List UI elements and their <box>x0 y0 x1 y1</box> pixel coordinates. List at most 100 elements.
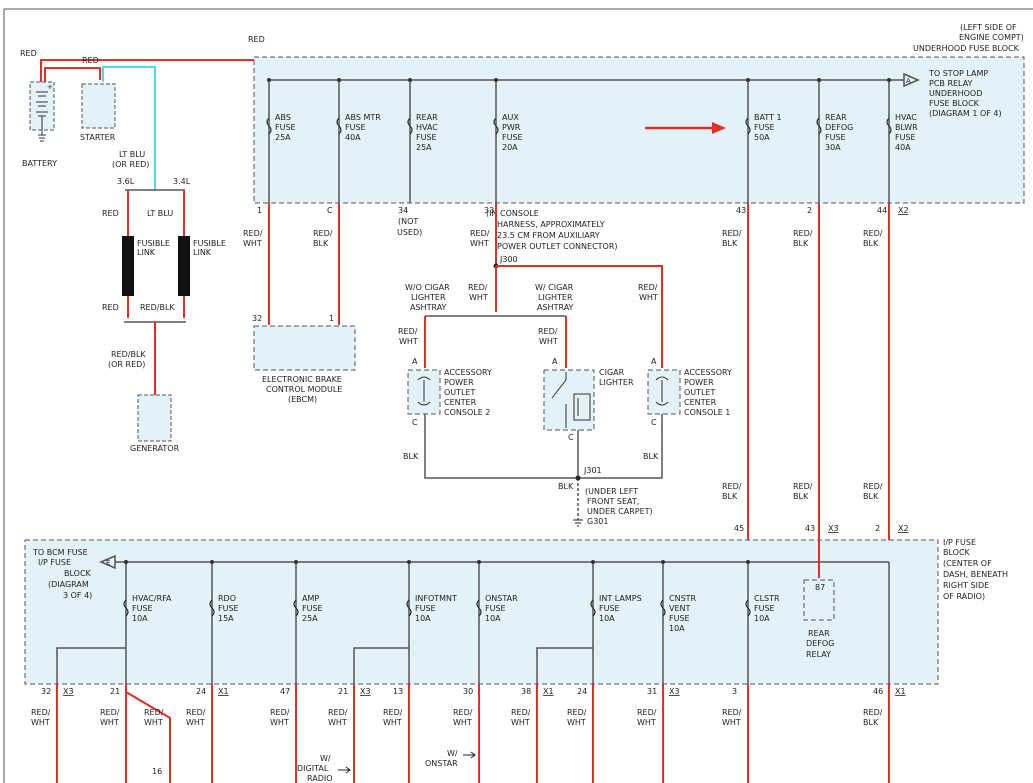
bottom-fuse-icon <box>293 599 299 617</box>
output-wire-label: WHT <box>511 718 530 727</box>
connector-a-arrow-icon <box>903 72 920 88</box>
bottom-fuse-node <box>661 560 665 564</box>
output-connector: X1 <box>895 687 906 696</box>
top-fuse-wire-label: RED/ <box>863 229 883 238</box>
bottom-fuse-label: 15A <box>218 614 234 623</box>
top-fuse-label: PWR <box>502 123 521 132</box>
fusible-link-label-1b: LINK <box>137 248 156 257</box>
top-fuse-label: BLWR <box>895 123 918 132</box>
bottom-fuse-label: FUSE <box>485 604 506 613</box>
svg-text:CONSOLE 1: CONSOLE 1 <box>684 408 730 417</box>
fusible-link-36-body <box>122 236 134 296</box>
redblk-or-red-2: (OR RED) <box>108 360 145 369</box>
output-wire-label: RED/ <box>328 708 348 717</box>
top-fuse-wire-label: RED/ <box>793 229 813 238</box>
top-fuse-node <box>337 78 341 82</box>
top-fuse-wire-label: BLK <box>793 239 809 248</box>
top-fuse-node <box>887 78 891 82</box>
bottom-fuse-label: 10A <box>415 614 431 623</box>
cigar-label: CIGAR LIGHTER <box>599 368 634 387</box>
outlet2-pin-c: C <box>412 418 418 427</box>
bottom-fuse-label: 10A <box>485 614 501 623</box>
ebcm-label-2: CONTROL MODULE <box>266 385 342 394</box>
wire-infotmnt-branch <box>353 647 409 684</box>
bottom-fuse-icon <box>209 599 215 617</box>
top-fuse-icon <box>407 117 413 135</box>
output-branch-wire-label: RED/ <box>144 708 164 717</box>
under-seat-2: FRONT SEAT, <box>587 497 639 506</box>
w-digital-radio-3: RADIO <box>307 774 333 783</box>
output-wire-label: WHT <box>270 718 289 727</box>
outlet1-socket-icon <box>655 376 669 406</box>
top-fuse-pin: 44 <box>877 206 887 215</box>
bottom-fuse-icon <box>476 599 482 617</box>
top-fuse-label: HVAC <box>895 113 917 122</box>
bottom-fuse-label: FUSE <box>754 604 775 613</box>
ip-fuse-block: I/P FUSE BLOCK (CENTER OF DASH, BENEATH … <box>24 538 1008 685</box>
bottom-fuse-node <box>407 560 411 564</box>
bottom-fuse-label: CLSTR <box>754 594 780 603</box>
top-fuse-label: 20A <box>502 143 518 152</box>
top-fuse-wire-label: RED/ <box>243 229 263 238</box>
label-34l: 3.4L <box>173 177 191 186</box>
ip-input-pin: 2 <box>875 524 880 533</box>
ground-icon <box>573 519 583 527</box>
wire-intlamps-branch <box>536 647 593 684</box>
bottom-fuse-label: FUSE <box>669 614 690 623</box>
ip-input-wire-label: RED/ <box>793 482 813 491</box>
ground-g301: G301 <box>587 517 608 526</box>
wire-j300-label-2: WHT <box>469 293 488 302</box>
generator-label: GENERATOR <box>130 444 180 453</box>
svg-text:3 OF 4): 3 OF 4) <box>63 591 92 600</box>
top-fuse-label: 30A <box>825 143 841 152</box>
relay-87-label: 87 <box>815 583 825 592</box>
underhood-fuse-block-box <box>253 56 1025 204</box>
wire-hvac-branch <box>56 647 126 684</box>
bottom-fuse-node <box>591 560 595 564</box>
outlet1-label: ACCESSORY POWER OUTLET CENTER CONSOLE 1 <box>684 368 732 417</box>
ebcm-pin-1: 1 <box>329 314 334 323</box>
left-side-2: ENGINE COMPT) <box>959 33 1024 42</box>
outlet2-pin-a: A <box>412 357 418 366</box>
ebcm-label-1: ELECTRONIC BRAKE <box>262 375 342 384</box>
top-fuse-label: 40A <box>895 143 911 152</box>
wire-outlet1-label-2: WHT <box>639 293 658 302</box>
output-wire-label: WHT <box>186 718 205 727</box>
bottom-fuse-node <box>477 560 481 564</box>
output-pin: 32 <box>41 687 51 696</box>
top-fuse-wire-label: WHT <box>470 239 489 248</box>
output-wire-label: RED/ <box>100 708 120 717</box>
svg-text:BLOCK: BLOCK <box>943 548 971 557</box>
svg-text:(DIAGRAM 1 OF 4): (DIAGRAM 1 OF 4) <box>929 109 1002 118</box>
onstar-arrow-icon <box>463 751 476 759</box>
output-wire-label: RED/ <box>31 708 51 717</box>
to-bcm-label: TO BCM FUSE I/P FUSE BLOCK (DIAGRAM 3 OF… <box>32 548 92 600</box>
top-fuse-label: FUSE <box>345 123 366 132</box>
output-wire-label: RED/ <box>863 708 883 717</box>
bottom-fuse-label: FUSE <box>302 604 323 613</box>
bottom-fuse-label: FUSE <box>599 604 620 613</box>
top-fuse-wire-label: RED/ <box>722 229 742 238</box>
w-digital-radio-2: DIGITAL <box>297 764 329 773</box>
svg-text:CIGAR: CIGAR <box>599 368 625 377</box>
outlet1-pin-a: A <box>651 357 657 366</box>
top-fuse-label: 25A <box>416 143 432 152</box>
wo-cigar-1: W/O CIGAR <box>405 283 450 292</box>
top-fuse-label: FUSE <box>275 123 296 132</box>
battery-icon <box>36 91 48 142</box>
digital-radio-arrow-icon <box>338 766 351 774</box>
svg-text:OUTLET: OUTLET <box>684 388 716 397</box>
output-connector: X1 <box>543 687 554 696</box>
top-fuse-label: FUSE <box>416 133 437 142</box>
top-fuse-label: 25A <box>275 133 291 142</box>
label-red-top3: RED <box>248 35 265 44</box>
under-seat-1: (UNDER LEFT <box>585 487 638 496</box>
top-fuse-label: FUSE <box>502 133 523 142</box>
ip-input-wire-label: RED/ <box>863 482 883 491</box>
top-fuse-wire-label: WHT <box>243 239 262 248</box>
bottom-fuse-icon <box>590 599 596 617</box>
top-fuse-label: ABS <box>275 113 291 122</box>
wire-ground-loop <box>424 414 663 479</box>
svg-text:OUTLET: OUTLET <box>444 388 476 397</box>
